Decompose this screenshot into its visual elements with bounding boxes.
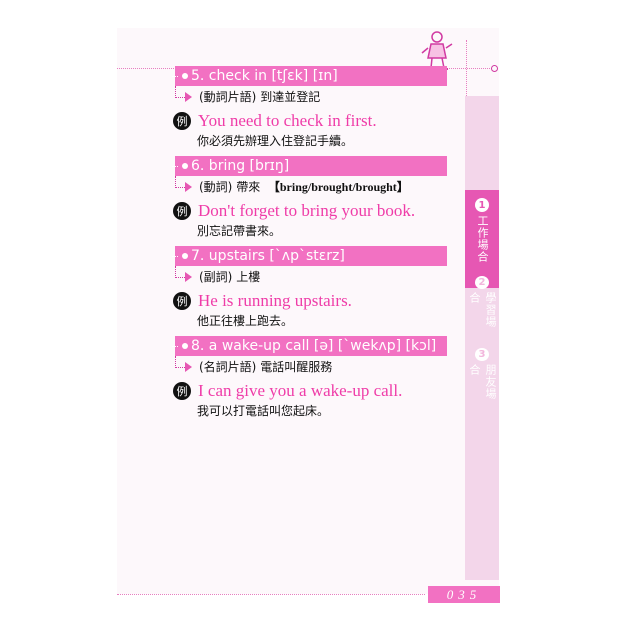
- example-icon: 例: [173, 382, 191, 400]
- entry-definition: (名詞片語) 電話叫醒服務: [173, 356, 447, 378]
- arrow-icon: [185, 92, 192, 102]
- example-chinese: 我可以打電話叫您起床。: [197, 404, 330, 418]
- meaning: 上樓: [236, 270, 261, 284]
- tab-label: 朋友場合: [468, 364, 497, 401]
- entry-headword: 5. check in [tʃɛk] [ɪn]: [191, 68, 338, 84]
- arrow-icon: [185, 272, 192, 282]
- vocab-entry: 5. check in [tʃɛk] [ɪn] (動詞片語) 到達並登記 例 Y…: [172, 66, 447, 150]
- bottom-rule: [117, 594, 425, 595]
- example: 例 You need to check in first. 你必須先辦理入住登記…: [173, 110, 447, 150]
- example: 例 I can give you a wake-up call. 我可以打電話叫…: [173, 380, 447, 420]
- example-chinese: 你必須先辦理入住登記手續。: [197, 134, 354, 148]
- entry-definition: (副詞) 上樓: [173, 266, 447, 288]
- tab-friends[interactable]: 3 朋友場合: [465, 340, 499, 410]
- example-chinese: 別忘記帶書來。: [197, 224, 282, 238]
- example-english: I can give you a wake-up call.: [198, 381, 403, 400]
- example-icon: 例: [173, 202, 191, 220]
- bullet-icon: [182, 163, 188, 169]
- tab-work[interactable]: 1 工作場合: [465, 190, 499, 288]
- part-of-speech: (副詞): [199, 270, 233, 284]
- entry-definition: (動詞) 帶來 【bring/brought/brought】: [173, 176, 447, 198]
- page-number: 035: [428, 586, 500, 603]
- bullet-icon: [182, 253, 188, 259]
- tab-number: 2: [475, 276, 489, 290]
- example-chinese: 他正往樓上跑去。: [197, 314, 294, 328]
- tab-label: 學習場合: [468, 292, 497, 329]
- meaning: 到達並登記: [260, 90, 321, 104]
- arrow-icon: [185, 362, 192, 372]
- chapter-tabs: 1 工作場合 2 學習場合 3 朋友場合: [465, 96, 499, 580]
- tab-label: 工作場合: [476, 215, 489, 263]
- bullet-icon: [182, 73, 188, 79]
- vocab-entry: 6. bring [brɪŋ] (動詞) 帶來 【bring/brought/b…: [172, 156, 447, 240]
- example-icon: 例: [173, 292, 191, 310]
- vocab-entry: 7. upstairs [ˋʌpˋstɛrz] (副詞) 上樓 例 He is …: [172, 246, 447, 330]
- tab-study[interactable]: 2 學習場合: [465, 268, 499, 338]
- tab-number: 3: [475, 348, 489, 362]
- tab-number: 1: [475, 198, 489, 212]
- example-english: You need to check in first.: [198, 111, 377, 130]
- vocab-entry: 8. a wake-up call [ə] [ˋwekʌp] [kɔl] (名詞…: [172, 336, 447, 420]
- entry-heading: 8. a wake-up call [ə] [ˋwekʌp] [kɔl]: [172, 336, 447, 356]
- meaning: 電話叫醒服務: [260, 360, 333, 374]
- meaning: 帶來: [236, 180, 261, 194]
- entry-heading: 6. bring [brɪŋ]: [172, 156, 447, 176]
- example: 例 Don't forget to bring your book. 別忘記帶書…: [173, 200, 447, 240]
- entry-headword: 7. upstairs [ˋʌpˋstɛrz]: [191, 248, 345, 264]
- entry-headword: 8. a wake-up call [ə] [ˋwekʌp] [kɔl]: [191, 338, 437, 354]
- example-english: Don't forget to bring your book.: [198, 201, 416, 220]
- part-of-speech: (名詞片語): [199, 360, 257, 374]
- example: 例 He is running upstairs. 他正往樓上跑去。: [173, 290, 447, 330]
- example-english: He is running upstairs.: [198, 291, 352, 310]
- arrow-icon: [185, 182, 192, 192]
- part-of-speech: (動詞): [199, 180, 233, 194]
- entry-headword: 6. bring [brɪŋ]: [191, 158, 290, 174]
- part-of-speech: (動詞片語): [199, 90, 257, 104]
- entry-heading: 5. check in [tʃɛk] [ɪn]: [172, 66, 447, 86]
- entry-heading: 7. upstairs [ˋʌpˋstɛrz]: [172, 246, 447, 266]
- entry-definition: (動詞片語) 到達並登記: [173, 86, 447, 108]
- verb-forms: 【bring/brought/brought】: [267, 180, 409, 194]
- example-icon: 例: [173, 112, 191, 130]
- bullet-icon: [182, 343, 188, 349]
